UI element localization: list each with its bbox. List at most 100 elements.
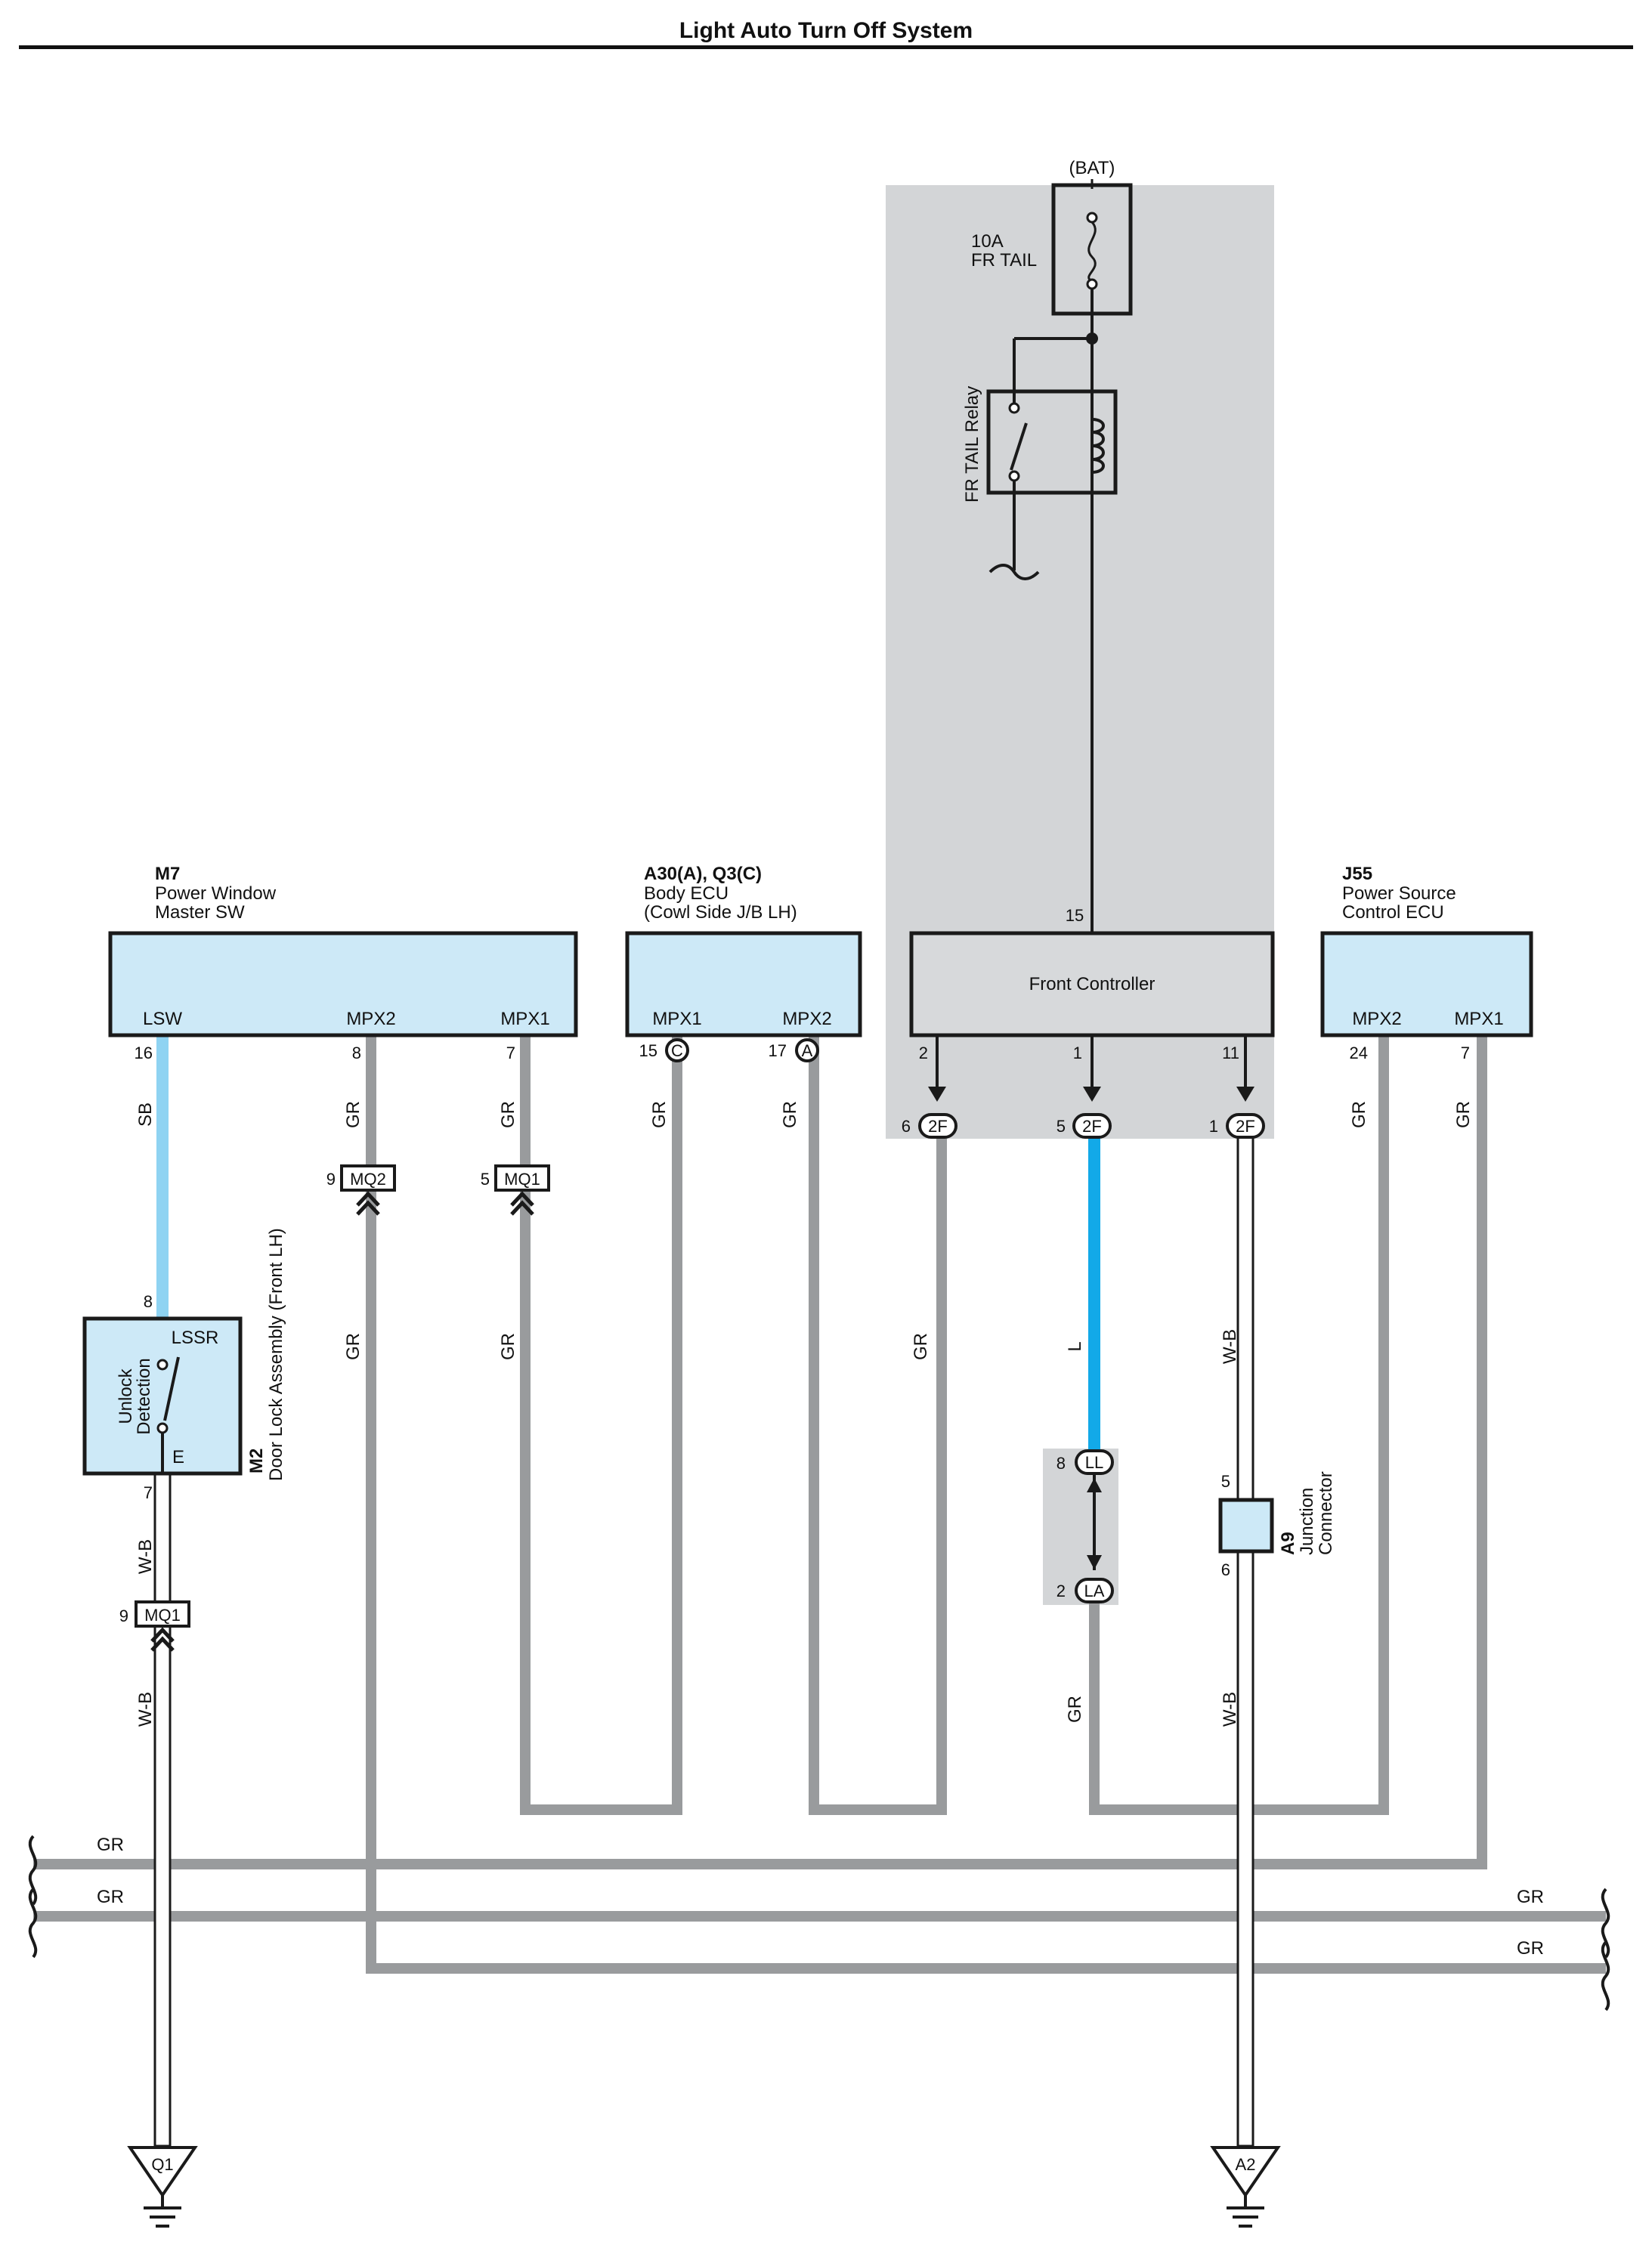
m7-pin-mpx2: MPX2 xyxy=(346,1009,395,1029)
m7-pin-lsw: LSW xyxy=(143,1009,182,1029)
body-ecu-connector-c xyxy=(665,1038,689,1062)
front-controller-pin-arrows xyxy=(928,1035,1254,1102)
j55-pin-number-7: 7 xyxy=(1461,1044,1470,1062)
fuse-rating: 10A xyxy=(971,231,1004,252)
ll-pin: 8 xyxy=(1056,1454,1066,1473)
wire-label-gr-6: GR xyxy=(1453,1101,1474,1128)
body-ecu-pin-number-15: 15 xyxy=(639,1041,657,1060)
la-pin: 2 xyxy=(1056,1582,1066,1600)
m7-name-line1: Power Window xyxy=(155,883,277,904)
j55-code: J55 xyxy=(1342,864,1372,884)
mq2-pin: 9 xyxy=(326,1170,336,1189)
body-ecu-pin-mpx1: MPX1 xyxy=(652,1009,701,1029)
wire-label-gr-9: GR xyxy=(911,1333,931,1360)
wire-label-wb-1: W-B xyxy=(1220,1329,1240,1364)
ground-q1: Q1 xyxy=(127,2146,198,2228)
f2-a-connector xyxy=(918,1113,957,1139)
relay-coil-icon xyxy=(1091,418,1105,474)
wire-label-gr-8: GR xyxy=(498,1333,518,1360)
mq1-b-pin: 9 xyxy=(119,1606,128,1625)
wire-label-gr-1: GR xyxy=(343,1101,364,1128)
m2-name: Door Lock Assembly (Front LH) xyxy=(266,1228,286,1481)
wire-label-wb-4: W-B xyxy=(1220,1692,1240,1727)
mq2-connector xyxy=(340,1164,396,1192)
m7-code: M7 xyxy=(155,864,180,884)
ll-label: LL xyxy=(1085,1453,1103,1472)
wire-m7-mpx2-to-lower-bus xyxy=(366,1035,1606,1974)
m2-function-line2: Detection xyxy=(134,1358,154,1434)
front-controller xyxy=(909,931,1275,1037)
m2-pin-lssr: LSSR xyxy=(172,1328,219,1348)
wire-continuation-icon xyxy=(988,564,1040,580)
wire-m7-mpx1-to-body-mpx1 xyxy=(520,1035,682,1815)
j55-name-line2: Control ECU xyxy=(1342,902,1444,923)
wire-label-gr-bus-3: GR xyxy=(1517,1887,1544,1907)
fuse-terminal-top xyxy=(1086,212,1098,224)
body-ecu-pin-mpx2: MPX2 xyxy=(782,1009,831,1029)
m2-switch-bottom-contact xyxy=(156,1422,169,1434)
ground-a2-icon xyxy=(1210,2146,1281,2198)
relay-label: FR TAIL Relay xyxy=(962,386,982,502)
wire-label-l: L xyxy=(1065,1341,1085,1351)
f2-c-label: 2F xyxy=(1236,1117,1255,1136)
wire-label-gr-2: GR xyxy=(498,1101,518,1128)
m7-name-line2: Master SW xyxy=(155,902,245,923)
mq2-label: MQ2 xyxy=(350,1170,386,1189)
wire-label-gr-7: GR xyxy=(343,1333,364,1360)
m2-pin-e: E xyxy=(172,1447,184,1467)
la-arrow-icon xyxy=(1087,1555,1102,1569)
m2-code: M2 xyxy=(246,1449,267,1473)
body-ecu xyxy=(625,931,862,1037)
front-controller-label: Front Controller xyxy=(1029,974,1155,994)
page-title: Light Auto Turn Off System xyxy=(679,18,973,43)
mq1-b-chevron-icon xyxy=(150,1627,175,1652)
mq1-b-connector xyxy=(135,1600,190,1628)
j55-pin-number-24: 24 xyxy=(1350,1044,1368,1062)
body-ecu-pin-number-17: 17 xyxy=(769,1041,787,1060)
body-ecu-connector-a xyxy=(795,1038,819,1062)
a9-pin-6: 6 xyxy=(1221,1560,1230,1579)
wire-label-gr-bus-4: GR xyxy=(1517,1938,1544,1959)
f2-a-pin: 6 xyxy=(902,1117,911,1136)
front-controller-pin-15: 15 xyxy=(1066,906,1084,925)
m2-switch-blade xyxy=(163,1356,180,1421)
j55-power-source-control-ecu xyxy=(1320,931,1533,1037)
wire-label-gr-bus-2: GR xyxy=(97,1887,124,1907)
wire-bus-upper-to-j55-mpx1 xyxy=(33,1035,1487,1869)
a9-name-line1: Junction xyxy=(1297,1488,1317,1555)
a9-name-line2: Connector xyxy=(1316,1471,1336,1555)
wire-label-wb-3: W-B xyxy=(135,1692,156,1727)
j55-pin-mpx2: MPX2 xyxy=(1352,1009,1401,1029)
mq1-a-label: MQ1 xyxy=(504,1170,540,1189)
a9-code: A9 xyxy=(1278,1532,1298,1555)
body-ecu-name-line2: (Cowl Side J/B LH) xyxy=(644,902,797,923)
mq1-b-label: MQ1 xyxy=(144,1606,181,1625)
ll-arrow-icon xyxy=(1087,1478,1102,1492)
wire-label-gr-4: GR xyxy=(780,1101,800,1128)
la-label: LA xyxy=(1084,1582,1105,1600)
f2-b-connector xyxy=(1072,1113,1112,1139)
title-rule xyxy=(19,45,1633,49)
wire-label-gr-5: GR xyxy=(1349,1101,1369,1128)
m7-pin-number-8: 8 xyxy=(352,1044,361,1062)
mq1-a-connector xyxy=(494,1164,550,1192)
relay-contact-bottom xyxy=(1008,470,1020,482)
ground-q1-icon xyxy=(127,2146,198,2198)
relay-contact-top xyxy=(1008,402,1020,414)
f2-c-connector xyxy=(1226,1113,1265,1139)
wire-label-gr-3: GR xyxy=(649,1101,670,1128)
wire-label-wb-2: W-B xyxy=(135,1539,156,1574)
m7-power-window-master-sw xyxy=(108,931,578,1037)
la-connector xyxy=(1075,1578,1114,1603)
front-controller-pin-2: 2 xyxy=(919,1044,928,1062)
mq1-a-chevron-icon xyxy=(510,1191,534,1216)
gray-wires xyxy=(33,1035,1606,1974)
j55-pin-mpx1: MPX1 xyxy=(1454,1009,1503,1029)
wire-label-gr-bus-1: GR xyxy=(97,1835,124,1855)
bat-label: (BAT) xyxy=(1069,158,1115,178)
front-controller-pin-11: 11 xyxy=(1222,1044,1239,1062)
ground-a2: A2 xyxy=(1210,2146,1281,2228)
f2-a-label: 2F xyxy=(928,1117,948,1136)
